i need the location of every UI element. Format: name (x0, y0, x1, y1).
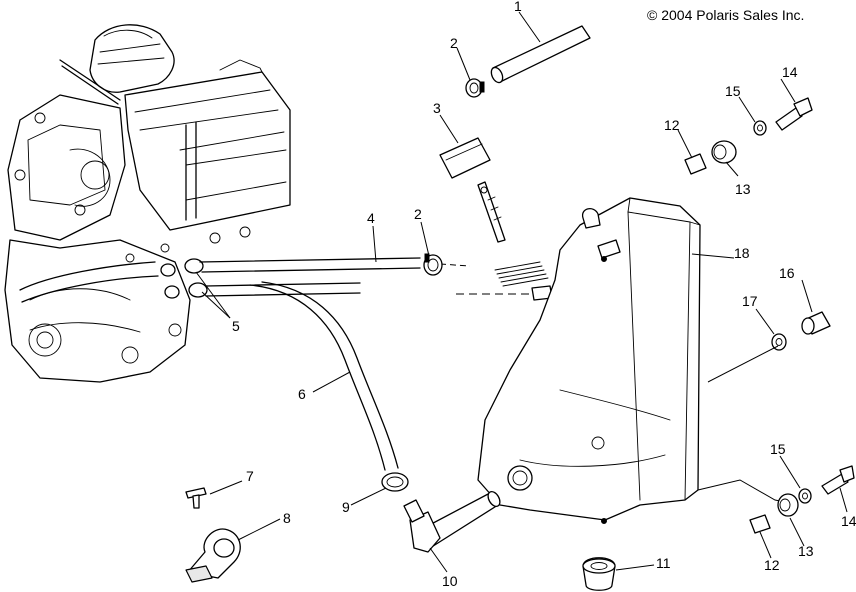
callout-13-top: 13 (735, 181, 751, 197)
part-7-screw (185, 487, 207, 509)
callout-6: 6 (298, 386, 306, 402)
callout-15-top: 15 (725, 83, 741, 99)
part-12-bushing-upper (684, 153, 707, 175)
part-11-grommet (582, 557, 616, 591)
callouts: 1 2 3 2 4 5 6 7 8 9 10 11 12 13 14 15 16… (232, 0, 856, 589)
part-2-clamp-mid (423, 253, 443, 276)
part-17-washer (771, 333, 787, 351)
callout-14-bottom: 14 (841, 513, 856, 529)
callout-11: 11 (656, 555, 671, 571)
part-14-bolt-upper (775, 97, 813, 131)
part-16-plug (801, 311, 831, 335)
drain-hose (249, 281, 399, 471)
callout-9: 9 (342, 499, 350, 515)
callout-5: 5 (232, 318, 240, 334)
part-18-oil-tank (477, 197, 701, 524)
callout-7: 7 (246, 468, 254, 484)
callout-2-mid: 2 (414, 206, 422, 222)
callout-17: 17 (742, 293, 758, 309)
filter-screen (494, 261, 549, 287)
callout-12-top: 12 (664, 117, 680, 133)
callout-3: 3 (433, 100, 441, 116)
part-13-grommet-lower (777, 493, 799, 517)
part-15-washer-upper (753, 120, 767, 136)
callout-2-top: 2 (450, 35, 458, 51)
part-13-grommet-upper (711, 140, 737, 164)
part-10-elbow-fitting (403, 490, 501, 553)
callout-10: 10 (442, 573, 458, 589)
callout-12-bottom: 12 (764, 557, 780, 573)
engine-assembly (4, 24, 291, 383)
callout-16: 16 (779, 265, 795, 281)
callout-8: 8 (283, 510, 291, 526)
callout-15-bottom: 15 (770, 441, 786, 457)
leader-lines (195, 11, 848, 573)
lower-mount-leader (697, 479, 791, 504)
copyright-text: © 2004 Polaris Sales Inc. (647, 7, 804, 23)
callout-4: 4 (367, 210, 375, 226)
part-1-tube (490, 25, 591, 84)
callout-13-bottom: 13 (798, 543, 814, 559)
part-9-hose-clamp (381, 472, 409, 492)
callout-18: 18 (734, 245, 750, 261)
oil-hose-lower (205, 282, 530, 297)
part-15-washer-lower (798, 488, 812, 504)
callout-14-top: 14 (782, 64, 798, 80)
callout-1: 1 (514, 0, 522, 14)
part-14-bolt-lower (821, 465, 855, 495)
oil-hose-upper (199, 257, 471, 273)
part-12-bushing-lower (749, 514, 771, 534)
part-8-clip (185, 528, 241, 583)
part-3-dipstick (439, 137, 506, 243)
part-2-clamp-top (465, 78, 485, 98)
